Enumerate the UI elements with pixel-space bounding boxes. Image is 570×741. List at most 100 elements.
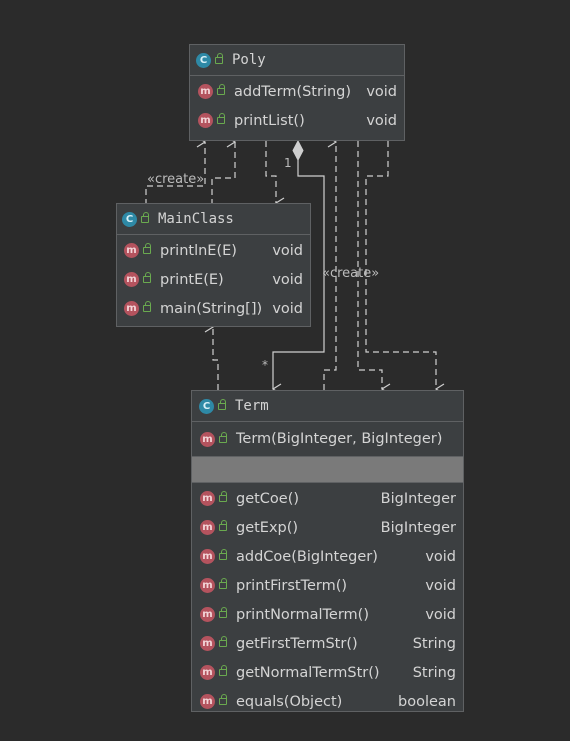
public-lock-icon xyxy=(143,243,151,254)
class-icon: C xyxy=(196,52,211,68)
method-return-type: void xyxy=(272,300,303,317)
method-name: addTerm(String) xyxy=(234,83,352,100)
class-name: MainClass xyxy=(158,211,234,227)
method-return-type: void xyxy=(366,112,397,129)
method-row[interactable]: m printE(E) void xyxy=(117,265,310,294)
method-name: printNormalTerm() xyxy=(236,606,369,623)
method-icon: m xyxy=(124,301,139,316)
class-term-header: C Term xyxy=(192,391,463,422)
method-return-type: void xyxy=(425,606,456,623)
method-icon: m xyxy=(200,607,215,622)
edge-poly-depends-term-a xyxy=(357,141,391,395)
edge-poly-composes-term xyxy=(271,160,325,395)
method-return-type: void xyxy=(272,271,303,288)
method-return-type: boolean xyxy=(398,693,456,710)
method-icon: m xyxy=(200,549,215,564)
method-name: getNormalTermStr() xyxy=(236,664,380,681)
composition-diamond xyxy=(292,139,304,162)
method-icon: m xyxy=(124,272,139,287)
method-name: printList() xyxy=(234,112,305,129)
class-icon: C xyxy=(199,398,214,414)
public-lock-icon xyxy=(143,301,151,312)
public-lock-icon xyxy=(219,607,227,618)
method-icon: m xyxy=(198,84,213,99)
public-lock-icon xyxy=(218,398,226,410)
multiplicity-many-label: * xyxy=(262,358,268,372)
method-icon: m xyxy=(124,243,139,258)
method-return-type: void xyxy=(425,577,456,594)
public-lock-icon xyxy=(219,431,227,443)
class-mainclass-methods: m printlnE(E) void m printE(E) void m ma… xyxy=(117,235,310,324)
edge-poly-depends-mainclass xyxy=(265,141,285,209)
public-lock-icon xyxy=(143,272,151,283)
method-name: getCoe() xyxy=(236,490,300,507)
method-name: equals(Object) xyxy=(236,693,343,710)
class-icon: C xyxy=(122,211,137,227)
edge-term-depends-mainclass xyxy=(204,321,219,390)
method-row[interactable]: m printNormalTerm() void xyxy=(192,600,463,629)
create-label-mainclass-poly: «create» xyxy=(147,172,205,187)
method-name: getFirstTermStr() xyxy=(236,635,358,652)
method-row[interactable]: m main(String[]) void xyxy=(117,294,310,323)
method-name: getExp() xyxy=(236,519,299,536)
method-icon: m xyxy=(200,694,215,709)
method-icon: m xyxy=(200,520,215,535)
method-row[interactable]: m getNormalTermStr() String xyxy=(192,658,463,687)
method-return-type: void xyxy=(272,242,303,259)
method-return-type: String xyxy=(412,664,456,681)
method-return-type: String xyxy=(412,635,456,652)
multiplicity-one-label: 1 xyxy=(284,156,292,170)
method-return-type: void xyxy=(366,83,397,100)
public-lock-icon xyxy=(217,84,225,95)
method-icon: m xyxy=(200,665,215,680)
public-lock-icon xyxy=(219,636,227,647)
method-row[interactable]: m getFirstTermStr() String xyxy=(192,629,463,658)
method-icon: m xyxy=(200,578,215,593)
class-name: Poly xyxy=(232,52,266,68)
constructor-row[interactable]: m Term(BigInteger, BigInteger) xyxy=(192,422,463,457)
class-term-methods: m getCoe() BigInteger m getExp() BigInte… xyxy=(192,483,463,717)
public-lock-icon xyxy=(141,211,149,223)
public-lock-icon xyxy=(219,549,227,560)
method-row[interactable]: m printList() void xyxy=(190,106,404,135)
class-poly-header: C Poly xyxy=(190,45,404,76)
class-poly[interactable]: C Poly m addTerm(String) void m printLis… xyxy=(189,44,405,141)
class-poly-methods: m addTerm(String) void m printList() voi… xyxy=(190,76,404,136)
method-name: printFirstTerm() xyxy=(236,577,348,594)
public-lock-icon xyxy=(219,665,227,676)
method-name: addCoe(BigInteger) xyxy=(236,548,378,565)
public-lock-icon xyxy=(217,113,225,124)
method-row[interactable]: m getCoe() BigInteger xyxy=(192,484,463,513)
method-icon: m xyxy=(200,431,215,447)
edge-term-create-poly xyxy=(323,136,338,390)
public-lock-icon xyxy=(219,520,227,531)
class-mainclass[interactable]: C MainClass m printlnE(E) void m printE(… xyxy=(116,203,311,327)
create-label-term-poly: «create» xyxy=(322,266,380,281)
class-term[interactable]: C Term m Term(BigInteger, BigInteger) m … xyxy=(191,390,464,712)
method-icon: m xyxy=(200,636,215,651)
constructor-name: Term(BigInteger, BigInteger) xyxy=(236,431,443,447)
method-row[interactable]: m getExp() BigInteger xyxy=(192,513,463,542)
edge-mainclass-depends-poly xyxy=(211,136,237,205)
edge-mainclass-create-poly xyxy=(145,136,207,205)
method-return-type: BigInteger xyxy=(380,490,456,507)
method-name: main(String[]) xyxy=(160,300,263,317)
public-lock-icon xyxy=(219,694,227,705)
method-return-type: BigInteger xyxy=(380,519,456,536)
edge-poly-depends-term-b xyxy=(365,141,445,395)
method-name: printE(E) xyxy=(160,271,224,288)
class-name: Term xyxy=(235,398,269,414)
method-return-type: void xyxy=(425,548,456,565)
method-icon: m xyxy=(200,491,215,506)
method-row[interactable]: m addCoe(BigInteger) void xyxy=(192,542,463,571)
method-row[interactable]: m printFirstTerm() void xyxy=(192,571,463,600)
class-mainclass-header: C MainClass xyxy=(117,204,310,235)
public-lock-icon xyxy=(215,52,223,64)
public-lock-icon xyxy=(219,578,227,589)
method-row[interactable]: m equals(Object) boolean xyxy=(192,687,463,716)
method-row[interactable]: m printlnE(E) void xyxy=(117,236,310,265)
method-row[interactable]: m addTerm(String) void xyxy=(190,77,404,106)
fields-compartment xyxy=(192,457,463,483)
method-name: printlnE(E) xyxy=(160,242,237,259)
